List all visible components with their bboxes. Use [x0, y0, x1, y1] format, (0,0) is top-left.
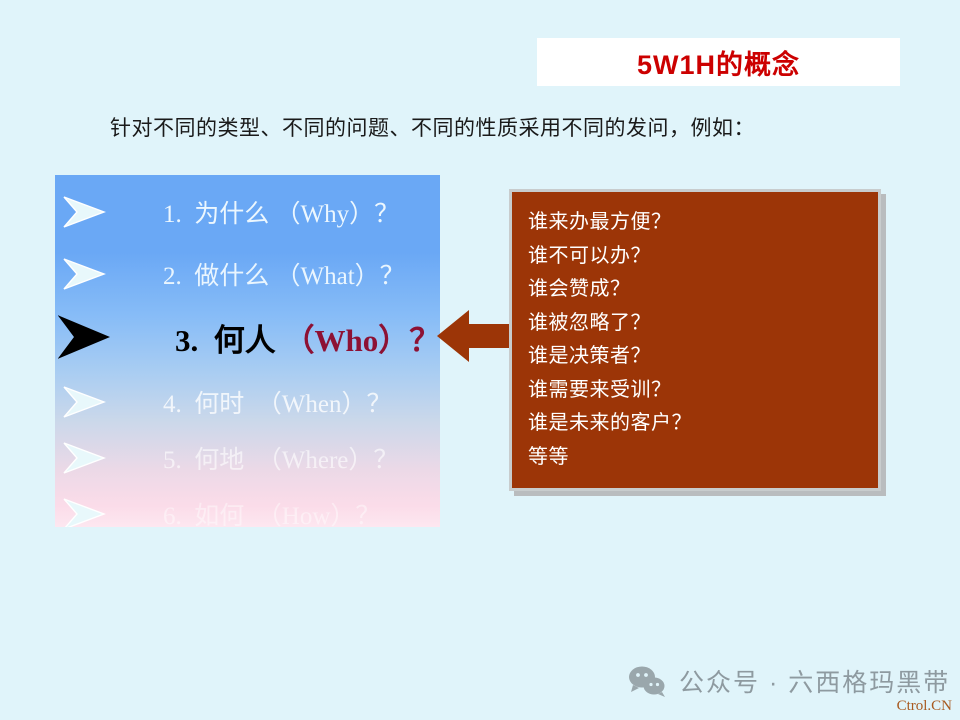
- list-item-number: 1.: [163, 201, 182, 228]
- list-item-number: 4.: [163, 391, 182, 418]
- arrowhead-bullet-icon: [55, 385, 113, 419]
- subtitle-text: 针对不同的类型、不同的问题、不同的性质采用不同的发问，例如：: [110, 117, 755, 140]
- list-item-text: 6. 如何 （How）？: [113, 468, 380, 527]
- list-item-label-cn: 何时: [194, 391, 245, 418]
- list-item-number: 3.: [175, 322, 199, 358]
- detail-line: 谁来办最方便？: [528, 211, 672, 233]
- footer-text: 公众号 · 六西格玛黑带: [679, 669, 951, 697]
- detail-line: 谁被忽略了？: [528, 311, 651, 334]
- page-title: 5W1H的概念: [636, 49, 800, 80]
- detail-line: 等等: [528, 445, 569, 468]
- footer: 公众号 · 六西格玛黑带: [627, 663, 950, 699]
- detail-line: 谁是决策者？: [528, 345, 651, 367]
- arrowhead-bullet-icon: [55, 195, 113, 229]
- list-item-text: 1. 为什么 （Why）？: [113, 175, 399, 258]
- list-item-number: 5.: [163, 447, 182, 474]
- list-item-highlighted: 3. 何人 （Who）？: [55, 300, 440, 374]
- list-item-label-cn: 何人: [213, 322, 276, 358]
- detail-panel: 谁来办最方便？ 谁不可以办？ 谁会赞成？ 谁被忽略了？ 谁是决策者？ 谁需要来受…: [509, 189, 881, 491]
- list-item: 5. 何地 （Where）？: [55, 427, 440, 489]
- wechat-icon: [627, 665, 667, 697]
- list-item-label-en: （Why）？: [275, 201, 400, 228]
- list-item-label-en: （Where）？: [256, 447, 399, 474]
- list-item-label-cn: 为什么: [194, 201, 270, 228]
- left-arrow-icon: [437, 307, 515, 365]
- list-item-label-en: （What）？: [275, 263, 405, 290]
- list-item: 1. 为什么 （Why）？: [55, 181, 440, 243]
- list-item-label-en: （How）？: [256, 503, 381, 527]
- arrowhead-bullet-icon: [55, 441, 113, 475]
- list-item-label-en: （When）？: [256, 391, 392, 418]
- list-item-label-cn: 何地: [194, 447, 245, 474]
- watermark-text: Ctrol.CN: [896, 698, 952, 714]
- list-item-text: 5. 何地 （Where）？: [113, 412, 398, 504]
- list-item-text: 4. 何时 （When）？: [113, 356, 391, 448]
- list-item: 6. 如何 （How）？: [55, 483, 440, 527]
- list-item-text: 3. 何人 （Who）？: [113, 279, 440, 396]
- question-list-panel: 1. 为什么 （Why）？ 2. 做什么 （What）？ 3. 何人: [55, 175, 440, 527]
- arrowhead-bullet-icon: [55, 497, 113, 527]
- detail-line: 谁会赞成？: [528, 278, 631, 300]
- detail-line: 谁是未来的客户？: [528, 412, 692, 434]
- list-item: 4. 何时 （When）？: [55, 371, 440, 433]
- arrowhead-bullet-icon: [55, 257, 113, 291]
- list-item: 2. 做什么 （What）？: [55, 243, 440, 305]
- list-item-label-en: （Who）？: [283, 322, 441, 358]
- arrowhead-bullet-icon: [55, 315, 113, 359]
- detail-line: 谁需要来受训？: [528, 378, 672, 401]
- list-item-number: 6.: [163, 503, 182, 527]
- list-item-label-cn: 做什么: [194, 263, 270, 290]
- title-box: 5W1H的概念: [537, 38, 900, 86]
- list-item-text: 2. 做什么 （What）？: [113, 228, 405, 320]
- detail-line: 谁不可以办？: [528, 244, 651, 267]
- list-item-label-cn: 如何: [194, 503, 245, 527]
- list-item-number: 2.: [163, 263, 182, 290]
